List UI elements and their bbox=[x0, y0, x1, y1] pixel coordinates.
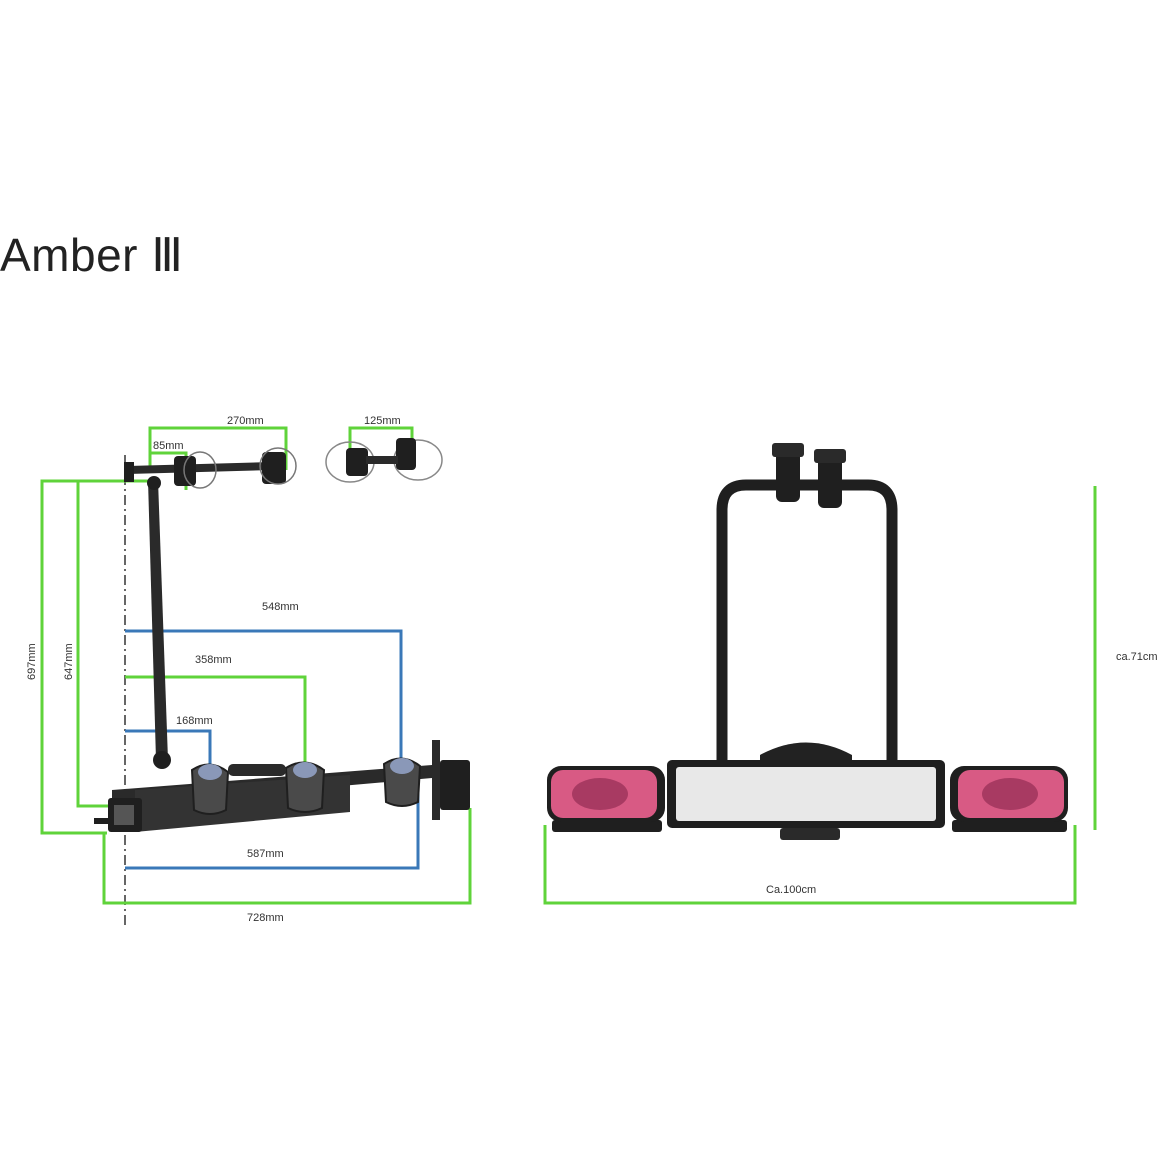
rear-view: ca.71cm Ca.100cm bbox=[543, 443, 1158, 905]
dim-line-168 bbox=[125, 729, 212, 775]
tail-lamp-right-reflector bbox=[982, 778, 1038, 810]
dim-line-647 bbox=[76, 479, 155, 808]
dim-label-358: 358mm bbox=[195, 654, 232, 666]
loose-clamp-right bbox=[396, 438, 416, 470]
loose-clamp-left bbox=[346, 448, 368, 476]
wheel-holder-3-knob bbox=[390, 758, 414, 774]
dim-line-358 bbox=[125, 675, 307, 770]
frame-clamp-1 bbox=[174, 456, 196, 486]
tail-lamp-left-reflector bbox=[572, 778, 628, 810]
dim-line-270 bbox=[148, 426, 288, 470]
dim-line-728 bbox=[102, 808, 472, 905]
wheel-holder-1-knob bbox=[198, 764, 222, 780]
dim-line-697 bbox=[40, 479, 155, 835]
arm-top-joint bbox=[147, 476, 161, 490]
blue-dimension-lines bbox=[125, 629, 420, 870]
rear-frame-clamp-right bbox=[818, 452, 842, 508]
rear-frame-clamp-left-cap bbox=[772, 443, 804, 457]
dim-label-697: 697mm bbox=[26, 643, 38, 680]
dim-line-587 bbox=[125, 790, 420, 870]
dim-label-647: 647mm bbox=[63, 643, 75, 680]
dim-label-height: ca.71cm bbox=[1116, 651, 1158, 663]
dim-label-548: 548mm bbox=[262, 601, 299, 613]
side-view: 270mm 125mm 85mm 548mm 358mm 168mm 587mm… bbox=[26, 415, 472, 925]
rear-green-dimension-lines bbox=[543, 486, 1097, 905]
license-plate-area bbox=[676, 767, 936, 821]
rear-base-lower bbox=[780, 828, 840, 840]
top-holder-bar bbox=[128, 462, 272, 474]
green-dimension-lines bbox=[40, 426, 472, 905]
dim-line-width-100 bbox=[543, 825, 1077, 905]
dim-label-85: 85mm bbox=[153, 440, 184, 452]
dim-label-125: 125mm bbox=[364, 415, 401, 427]
top-bar-endcap bbox=[124, 462, 134, 482]
dim-label-587: 587mm bbox=[247, 848, 284, 860]
rear-bottom-rail-left bbox=[552, 820, 662, 832]
rack-side-silhouette bbox=[94, 438, 470, 832]
frame-clamp-2-strap bbox=[259, 447, 297, 485]
frame-clamp-1-strap bbox=[183, 451, 217, 489]
dim-line-548 bbox=[125, 629, 403, 770]
coupling-lever bbox=[94, 818, 110, 824]
upright-arm bbox=[148, 480, 168, 760]
dim-label-728: 728mm bbox=[247, 912, 284, 924]
dim-label-width: Ca.100cm bbox=[766, 884, 816, 896]
rear-bottom-rail-right bbox=[952, 820, 1067, 832]
rear-lamp-side bbox=[440, 760, 470, 810]
wheel-holder-2-knob bbox=[293, 762, 317, 778]
carry-handle bbox=[228, 764, 286, 776]
dim-label-168: 168mm bbox=[176, 715, 213, 727]
arm-lower-joint bbox=[153, 751, 171, 769]
rear-frame-clamp-left bbox=[776, 446, 800, 502]
loose-clamp-link bbox=[366, 456, 398, 464]
rear-frame-clamp-right-cap bbox=[814, 449, 846, 463]
dim-label-270: 270mm bbox=[227, 415, 264, 427]
rear-hoop-frame bbox=[716, 479, 898, 760]
coupling-window bbox=[114, 805, 134, 825]
rear-lamp-bracket bbox=[432, 740, 440, 820]
frame-clamp-2 bbox=[262, 452, 286, 484]
page-title: Amber Ⅲ bbox=[0, 229, 184, 281]
